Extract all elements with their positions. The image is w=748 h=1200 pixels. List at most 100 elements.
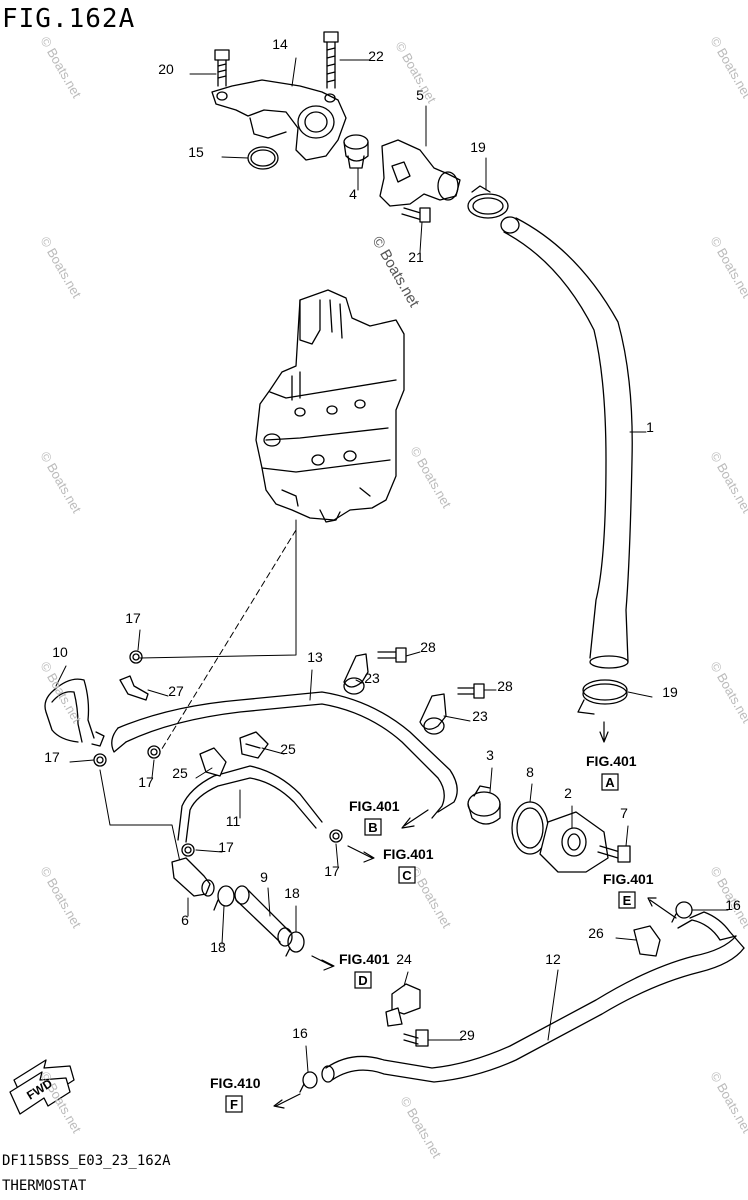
watermark-text: © Boats.net xyxy=(707,659,748,726)
part-number-label[interactable]: 16 xyxy=(292,1025,308,1041)
clamp-16-a-part[interactable] xyxy=(299,1071,318,1093)
bolt-21-part[interactable] xyxy=(401,207,431,223)
clamp-26-part[interactable] xyxy=(633,925,661,957)
figure-title: FIG.162A xyxy=(2,4,136,34)
part-number-label[interactable]: 24 xyxy=(396,951,412,967)
clamp-19-bottom-part[interactable] xyxy=(577,679,628,715)
watermark-text: © Boats.net xyxy=(397,1094,444,1161)
hose-1-part[interactable] xyxy=(500,216,633,669)
bolt-28-a-part[interactable] xyxy=(377,647,407,663)
figure-reference-label[interactable]: FIG.401 xyxy=(603,871,654,887)
clamp-19-top-part[interactable] xyxy=(467,185,509,219)
part-number-label[interactable]: 17 xyxy=(324,863,340,879)
part-number-label[interactable]: 12 xyxy=(545,951,561,967)
part-number-label[interactable]: 17 xyxy=(218,839,234,855)
bolt-28-b-part[interactable] xyxy=(457,683,485,699)
part-number-label[interactable]: 19 xyxy=(662,684,678,700)
cover-2-part[interactable] xyxy=(539,811,609,873)
cap-3-part[interactable] xyxy=(467,785,501,825)
part-number-label[interactable]: 26 xyxy=(588,925,604,941)
watermark-text: © Boats.net xyxy=(37,34,84,101)
clamp-18-a-part[interactable] xyxy=(213,885,235,911)
bolt-20-part[interactable] xyxy=(214,49,230,87)
figure-reference-label[interactable]: FIG.401 xyxy=(339,951,390,967)
figure-reference-label[interactable]: FIG.401 xyxy=(383,846,434,862)
part-number-label[interactable]: 18 xyxy=(284,885,300,901)
part-number-label[interactable]: 6 xyxy=(181,912,189,928)
joint-6-part[interactable] xyxy=(171,857,215,897)
clamp-23-a-part[interactable] xyxy=(343,653,369,695)
clamp-23-b-part[interactable] xyxy=(419,693,447,735)
clamp-17-b-part[interactable] xyxy=(93,753,107,767)
watermark-text: © Boats.net xyxy=(407,444,454,511)
clamp-17-a-part[interactable] xyxy=(129,650,143,664)
figure-reference-box-letter: C xyxy=(402,868,412,883)
bracket-24-part[interactable] xyxy=(385,983,421,1027)
o-ring-15-part[interactable] xyxy=(247,146,279,170)
part-number-label[interactable]: 3 xyxy=(486,747,494,763)
bolt-7-part[interactable] xyxy=(597,845,631,863)
hose-10-part[interactable] xyxy=(44,678,105,747)
part-number-label[interactable]: 9 xyxy=(260,869,268,885)
part-number-label[interactable]: 13 xyxy=(307,649,323,665)
part-number-label[interactable]: 17 xyxy=(125,610,141,626)
hose-9-part[interactable] xyxy=(234,885,293,947)
thermostat-housing-5-part[interactable] xyxy=(379,139,461,207)
part-number-label[interactable]: 17 xyxy=(138,774,154,790)
thermostat-4-part[interactable] xyxy=(343,134,369,169)
watermark-text: © Boats.net xyxy=(707,34,748,101)
part-number-label[interactable]: 5 xyxy=(416,87,424,103)
clamp-16-b-part[interactable] xyxy=(671,901,693,923)
part-number-label[interactable]: 15 xyxy=(188,144,204,160)
hose-12-part[interactable] xyxy=(321,911,745,1083)
bolt-22-part[interactable] xyxy=(323,31,339,89)
part-number-label[interactable]: 28 xyxy=(497,678,513,694)
part-number-label[interactable]: 11 xyxy=(226,813,241,829)
figure-reference-box xyxy=(364,818,382,836)
part-number-label[interactable]: 27 xyxy=(168,683,184,699)
hose-11-part[interactable] xyxy=(177,765,323,843)
part-number-label[interactable]: 17 xyxy=(44,749,60,765)
part-number-label[interactable]: 1 xyxy=(646,419,654,435)
part-number-label[interactable]: 4 xyxy=(349,186,357,202)
figure-reference-label[interactable]: FIG.401 xyxy=(586,753,637,769)
figure-reference-label[interactable]: FIG.401 xyxy=(349,798,400,814)
part-number-labels: 1234567891011121314151616171717171718181… xyxy=(44,36,741,1043)
part-number-label[interactable]: 22 xyxy=(368,48,384,64)
part-number-label[interactable]: 21 xyxy=(408,249,424,265)
part-number-label[interactable]: 23 xyxy=(364,670,380,686)
part-number-label[interactable]: 28 xyxy=(420,639,436,655)
clamp-17-c-part[interactable] xyxy=(147,745,161,759)
part-number-label[interactable]: 16 xyxy=(725,897,741,913)
part-number-label[interactable]: 10 xyxy=(52,644,68,660)
part-number-label[interactable]: 8 xyxy=(526,764,534,780)
part-number-label[interactable]: 20 xyxy=(158,61,174,77)
part-number-label[interactable]: 23 xyxy=(472,708,488,724)
part-number-label[interactable]: 29 xyxy=(459,1027,475,1043)
figure-reference-label[interactable]: FIG.410 xyxy=(210,1075,261,1091)
clamp-17-e-part[interactable] xyxy=(329,829,343,843)
clip-25-a-part[interactable] xyxy=(239,731,269,759)
clamp-17-d-part[interactable] xyxy=(181,843,195,857)
bolt-29-part[interactable] xyxy=(403,1029,429,1047)
clamp-27-part[interactable] xyxy=(119,675,149,701)
thermostat-cover-part[interactable] xyxy=(211,79,347,161)
part-number-label[interactable]: 19 xyxy=(470,139,486,155)
hose-13-part[interactable] xyxy=(111,691,458,819)
figure-code: DF115BSS_E03_23_162A xyxy=(2,1153,171,1169)
part-number-label[interactable]: 14 xyxy=(272,36,288,52)
clip-25-b-part[interactable] xyxy=(199,747,227,777)
part-number-label[interactable]: 18 xyxy=(210,939,226,955)
part-number-label[interactable]: 2 xyxy=(564,785,572,801)
part-number-label[interactable]: 25 xyxy=(172,765,188,781)
part-number-label[interactable]: 25 xyxy=(280,741,296,757)
powerhead-block xyxy=(255,289,405,523)
part-number-label[interactable]: 7 xyxy=(620,805,628,821)
